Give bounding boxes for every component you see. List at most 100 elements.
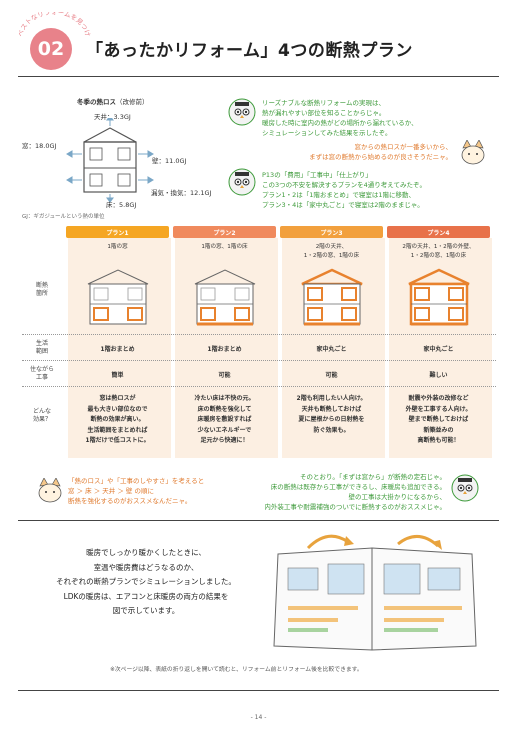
intro-line-2: 熱が漏れやすい部位を知ることからじゃ。: [262, 109, 386, 117]
row-effect-1: どんな: [32, 408, 51, 415]
plan-3-effect-3: 夏に屋根からの日射熱を: [298, 416, 365, 423]
plans-line-3: プラン1・2は「1階おまとめ」で寝室は1階に移動、: [262, 191, 416, 199]
row-divider-2: [22, 360, 496, 361]
sim-line-3: それぞれの断熱プランでシミュレーションしました。: [56, 577, 236, 586]
plan-1-effect-3: 断熱の効果が高い。: [90, 416, 145, 423]
plan-1-effect-1: 窓は熱ロスが: [99, 395, 136, 402]
row-divider-3: [22, 386, 496, 387]
header-rule: [18, 76, 499, 77]
cat2-line-1: 「熱のロス」や「工事のしやすさ」を考えると: [68, 477, 205, 485]
plan-4-effect-5: 高断熱も可能！: [417, 437, 460, 444]
footnote: ※次ページ以降、表紙の折り返しを開いて読むと、リフォーム前とリフォーム後を比較で…: [110, 667, 363, 673]
owl-professor-icon-2: [228, 168, 256, 196]
row-scope-1: 生活: [35, 340, 48, 347]
plan-2-effect-5: 足元から快適に！: [200, 437, 249, 444]
plan-1-effect: 窓は熱ロスが最も大きい部位なので断熱の効果が高い。生活範囲をまとめれば 1階だけで…: [66, 394, 169, 447]
plan-4-effect-3: 壁まで断熱しておけば: [408, 416, 469, 423]
plan-2-effect: 冷たい床は不快の元。床の断熱を強化して床暖房を敷設すれば少ないエネルギーで足元か…: [173, 394, 276, 447]
sim-line-4: LDKの暖房は、エアコンと床暖房の両方の結果を: [63, 591, 229, 601]
sim-line-1: 暖房でしっかり暖かくしたときに、: [86, 548, 206, 557]
owl-speech-2: そのとおり。「まずは窓から」が断熱の定石じゃ。 床の断熱は既存から工事ができるし…: [208, 472, 446, 512]
plan-4-target-2: 1・2階の窓、1階の床: [410, 252, 467, 259]
plan-header-1: プラン1: [66, 226, 169, 238]
plan-4-scope: 家中丸ごと: [423, 346, 454, 353]
plan-2-effect-1: 冷たい床は不快の元。: [194, 395, 255, 402]
plan-1-target: 1階の窓: [66, 243, 169, 252]
plan-3-scope: 家中丸ごと: [316, 346, 347, 353]
plan-2-target: 1階の窓、1階の床: [173, 243, 276, 252]
wall-loss-label: 壁：11.0GJ: [152, 157, 187, 165]
plan-3-effect-1: 2階も利用したい人向け。: [296, 395, 367, 402]
plan-3-target-1: 2階の天井、: [315, 244, 348, 250]
bottom-top-rule: [18, 520, 499, 521]
plan-2-house-icon: [194, 269, 256, 326]
cat-icon-2: [38, 478, 62, 503]
open-booklet-illustration: [273, 534, 477, 651]
intro-speech: リーズナブルな断熱リフォームの実現は、 熱が漏れやすい部位を知ることからじゃ。 …: [262, 98, 418, 138]
plan-4-target-1: 2階の天井、1・2階の外壁、: [402, 244, 475, 250]
plan-1-live: 簡単: [111, 372, 124, 379]
plan-3-house-icon: [301, 268, 363, 326]
plan-3-effect: 2階も利用したい人向け。天井も断熱しておけば夏に屋根からの日射熱を防ぐ効果も。: [280, 394, 383, 436]
diagram-title-text: 冬季の熱ロス: [77, 98, 116, 106]
row-effect-2: 効果？: [32, 416, 51, 423]
vent-loss-label: 漏気・換気：12.1GJ: [151, 189, 212, 197]
plan-3-target-2: 1・2階の窓、1階の床: [303, 252, 360, 259]
plan-1-effect-2: 最も大きい部位なので: [87, 405, 148, 413]
plan-2-live: 可能: [218, 372, 231, 379]
row-label-area: 断熱箇所: [22, 282, 62, 298]
sim-line-2: 室温や暖房費はどうなるのか、: [93, 562, 199, 572]
plan-1-effect-4: 生活範囲をまとめれば: [87, 426, 148, 434]
plan-1-effect-5: 1階だけで低コストに。: [85, 437, 150, 444]
plan-4-effect-1: 耐震や外装の改修など: [408, 395, 469, 402]
plan-1-house-icon: [87, 269, 149, 325]
plan-header-4: プラン4: [387, 226, 490, 238]
page-number: - 14 -: [250, 714, 267, 721]
plan-3-target: 2階の天井、 1・2階の窓、1階の床: [280, 243, 383, 260]
plans-line-2: この3つの不安を解決するプランを4通り考えてみたぞ。: [262, 181, 426, 189]
plan-4-effect-4: 新築並みの: [423, 426, 454, 434]
unit-note: GJ：ギガジュールという熱の単位: [22, 214, 105, 220]
bottom-rule: [18, 690, 499, 691]
owl2-line-2: 床の断熱は既存から工事ができるし、床暖房も追加できる。: [270, 483, 446, 491]
owl2-line-3: 壁の工事は大掛かりになるから、: [348, 493, 447, 501]
section-number-badge: 02: [30, 28, 72, 70]
plan-4-effect-2: 外壁を工事する人向け。: [405, 405, 472, 413]
intro-line-1: リーズナブルな断熱リフォームの実現は、: [262, 99, 385, 107]
sim-line-5: 図で示しています。: [112, 606, 180, 615]
plans-speech: P13の「費用」「工事中」「仕上がり」 この3つの不安を解決するプランを4通り考…: [262, 170, 426, 210]
plan-column-1: [66, 238, 171, 458]
cat-speech-2: 「熱のロス」や「工事のしやすさ」を考えると 窓 ＞ 床 ＞ 天井 ＞ 壁 の順に…: [68, 476, 204, 506]
floor-loss-label: 床：5.8GJ: [106, 201, 137, 209]
cat2-line-2: 窓 ＞ 床 ＞ 天井 ＞ 壁 の順に: [68, 487, 154, 495]
house-heat-diagram: [66, 118, 154, 202]
row-area-1: 断熱: [35, 282, 48, 289]
row-label-scope: 生活範囲: [22, 340, 62, 356]
row-live-2: 工事: [35, 374, 48, 381]
intro-line-4: シミュレーションしてみた結果を示したぞ。: [262, 129, 392, 137]
plan-3-effect-4: 防ぐ効果も。: [313, 426, 350, 434]
plan-header-3: プラン3: [280, 226, 383, 238]
cat1-line-2: まずは窓の断熱から始めるのが良さそうだニャ。: [309, 153, 452, 161]
owl2-line-4: 内外装工事や耐震補強のついでに断熱するのがおススメじゃ。: [264, 503, 446, 511]
plan-column-3: [280, 238, 385, 458]
owl-professor-icon: [228, 98, 256, 126]
row-area-2: 箇所: [35, 290, 48, 297]
plan-2-effect-3: 床暖房を敷設すれば: [197, 416, 252, 423]
plan-header-2: プラン2: [173, 226, 276, 238]
plan-3-effect-2: 天井も断熱しておけば: [301, 405, 362, 413]
owl-professor-icon-3: [451, 474, 479, 502]
row-label-live: 住ながら工事: [22, 366, 62, 382]
simulation-description: 暖房でしっかり暖かくしたときに、 室温や暖房費はどうなるのか、 それぞれの断熱プ…: [24, 546, 268, 619]
cat1-line-1: 窓からの熱ロスが一番多いから、: [354, 143, 453, 151]
plan-2-effect-2: 床の断熱を強化して: [197, 405, 252, 413]
plan-column-4: [387, 238, 492, 458]
page-title: 「あったかリフォーム」4つの断熱プラン: [86, 41, 413, 61]
ceiling-loss-label: 天井：3.3GJ: [94, 113, 131, 121]
diagram-title: 冬季の熱ロス（改修前）: [77, 96, 149, 106]
plan-2-effect-4: 少ないエネルギーで: [197, 426, 252, 434]
plan-2-target-1: 1階の窓、1階の床: [201, 244, 248, 250]
plans-line-1: P13の「費用」「工事中」「仕上がり」: [262, 171, 372, 179]
cat-speech-1: 窓からの熱ロスが一番多いから、 まずは窓の断熱から始めるのが良さそうだニャ。: [290, 142, 452, 162]
